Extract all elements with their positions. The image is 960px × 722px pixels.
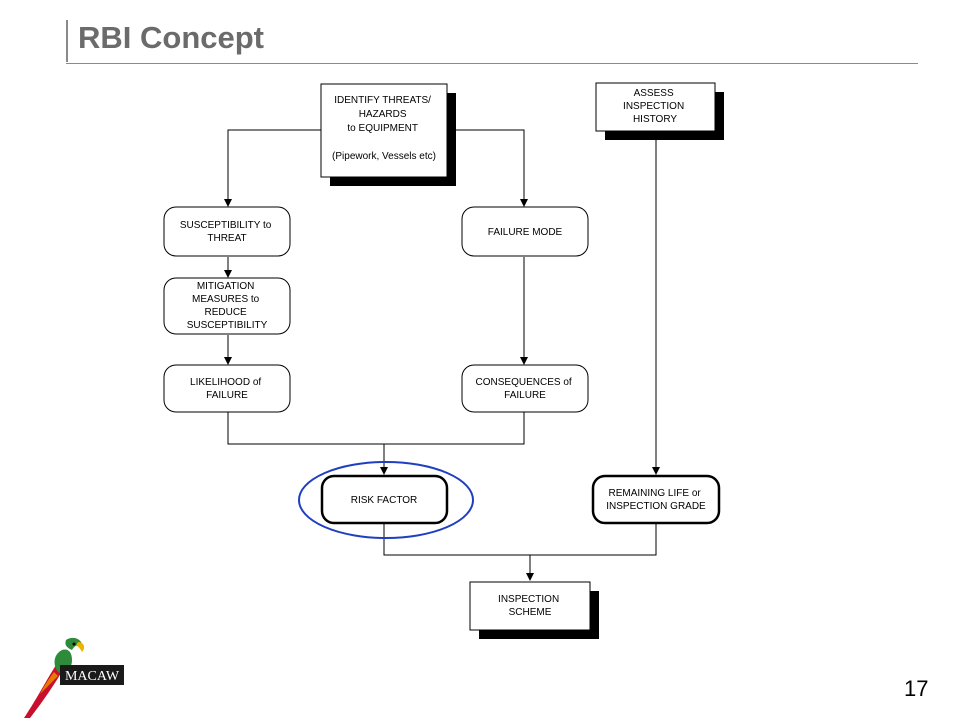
logo-badge (60, 665, 124, 685)
susceptibility-line-1: SUSCEPTIBILITY to (180, 220, 272, 231)
assess-line-2: INSPECTION (623, 101, 684, 112)
line-risk-remaining-merge (383, 524, 657, 556)
likelihood-line-1: LIKELIHOOD of (190, 377, 261, 388)
svg-text:REMAINING LIFE or INSPEC: REMAINING LIFE or INSPECTION GRADE (606, 488, 706, 512)
page-number: 17 (904, 676, 929, 701)
mitigation-line-1: MITIGATION (197, 281, 255, 292)
logo-text: MACAW (65, 669, 120, 684)
risk-factor-highlight-ellipse (298, 461, 474, 539)
parrot-icon (24, 637, 85, 718)
svg-text:MITIGATION MEASURES to: MITIGATION MEASURES to REDUCE SUSCEPTIBI… (187, 281, 268, 331)
arrow-identify-to-susceptibility (224, 129, 321, 207)
node-identify-threats: IDENTIFY THREATS/ HAZARDS to EQUIPMENT (… (320, 83, 456, 186)
node-consequences: CONSEQUENCES of FAILURE (461, 364, 589, 413)
title-divider-vertical (66, 20, 68, 62)
remaining-line-2: INSPECTION GRADE (606, 501, 706, 512)
line-likelihood-merge (227, 412, 525, 445)
slide-title: RBI Concept (78, 20, 264, 55)
consequences-line-2: FAILURE (504, 390, 546, 401)
consequences-line-1: CONSEQUENCES of (476, 377, 572, 388)
node-likelihood: LIKELIHOOD of FAILURE (163, 364, 291, 413)
scheme-line-1: INSPECTION (498, 594, 559, 605)
scheme-line-2: SCHEME (509, 607, 552, 618)
svg-text:INSPECTION SCHEME: INSPECTION SCHEME (498, 594, 562, 618)
identify-line-1: IDENTIFY THREATS/ (334, 95, 431, 106)
node-assess-history: ASSESS INSPECTION HISTORY (595, 82, 724, 140)
node-remaining-life: REMAINING LIFE or INSPECTION GRADE (591, 474, 721, 525)
svg-text:LIKELIHOOD of FAILURE: LIKELIHOOD of FAILURE (190, 377, 264, 401)
risk-line-1: RISK FACTOR (351, 495, 418, 506)
svg-text:FAILURE MODE: FAILURE MODE (488, 227, 563, 238)
identify-line-5: (Pipework, Vessels etc) (332, 151, 436, 162)
remaining-line-1: REMAINING LIFE or (608, 488, 701, 499)
svg-text:ASSESS INSPECTION: ASSESS INSPECTION HISTORY (623, 88, 687, 125)
node-failure-mode: FAILURE MODE (461, 206, 589, 257)
svg-text:SUSCEPTIBILITY to THREAT: SUSCEPTIBILITY to THREAT (180, 220, 274, 244)
identify-line-3: to EQUIPMENT (347, 123, 417, 134)
assess-line-1: ASSESS (634, 88, 674, 99)
mitigation-line-2: MEASURES to (192, 294, 260, 305)
node-inspection-scheme: INSPECTION SCHEME (469, 581, 599, 639)
svg-text:IDENTIFY THREATS/ HAZARD: IDENTIFY THREATS/ HAZARDS to EQUIPMENT (… (332, 95, 436, 162)
mitigation-line-3: REDUCE (204, 307, 247, 318)
identify-line-2: HAZARDS (359, 109, 407, 120)
node-susceptibility: SUSCEPTIBILITY to THREAT (163, 206, 291, 257)
mitigation-line-4: SUSCEPTIBILITY (187, 320, 268, 331)
macaw-logo: MACAW (24, 637, 124, 718)
assess-line-3: HISTORY (633, 114, 677, 125)
connectors (224, 129, 660, 581)
arrow-identify-to-failure-mode (447, 129, 528, 207)
title-divider-horizontal (66, 63, 918, 64)
svg-text:CONSEQUENCES of FAILURE: CONSEQUENCES of FAILURE (476, 377, 575, 401)
likelihood-line-2: FAILURE (206, 390, 248, 401)
node-risk-factor: RISK FACTOR (320, 474, 449, 525)
node-mitigation: MITIGATION MEASURES to REDUCE SUSCEPTIBI… (163, 277, 291, 335)
susceptibility-line-2: THREAT (207, 233, 246, 244)
svg-text:RISK FACTOR: RISK FACTOR (351, 495, 418, 506)
failure-mode-line-1: FAILURE MODE (488, 227, 563, 238)
